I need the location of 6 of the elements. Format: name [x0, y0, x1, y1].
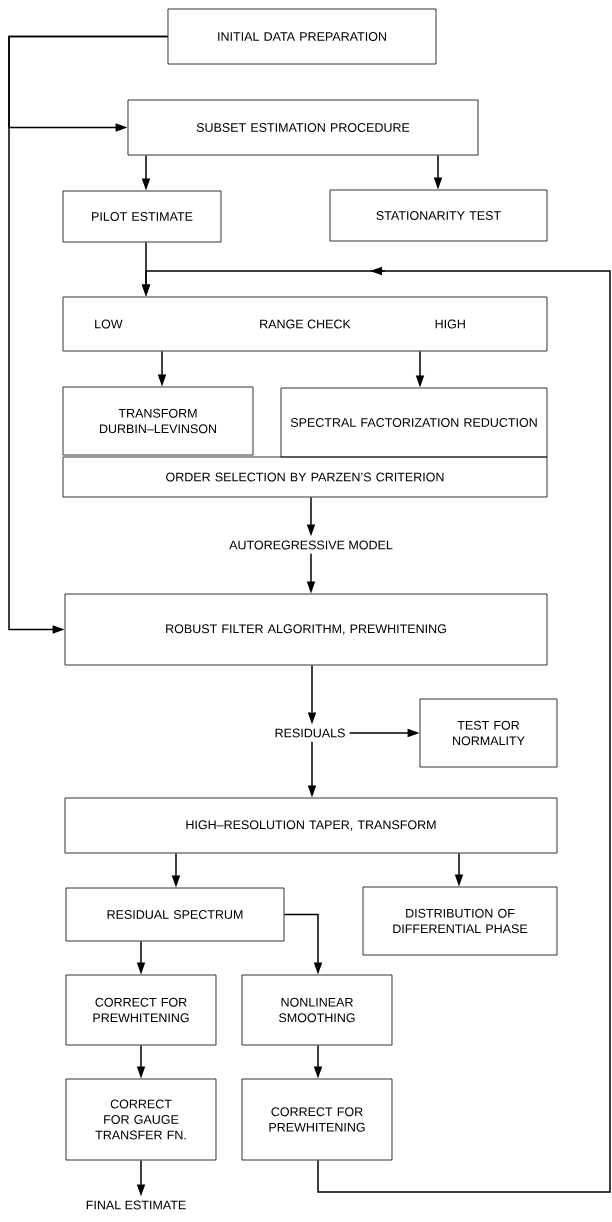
- process-box: PILOT ESTIMATE: [62, 190, 222, 243]
- process-box: INITIAL DATA PREPARATION: [167, 8, 437, 65]
- arrow: [8, 35, 169, 634]
- process-box: SUBSET ESTIMATION PROCEDURE: [127, 99, 479, 156]
- flow-label: FINAL ESTIMATE: [86, 1200, 186, 1210]
- process-box: STATIONARITY TEST: [329, 189, 548, 242]
